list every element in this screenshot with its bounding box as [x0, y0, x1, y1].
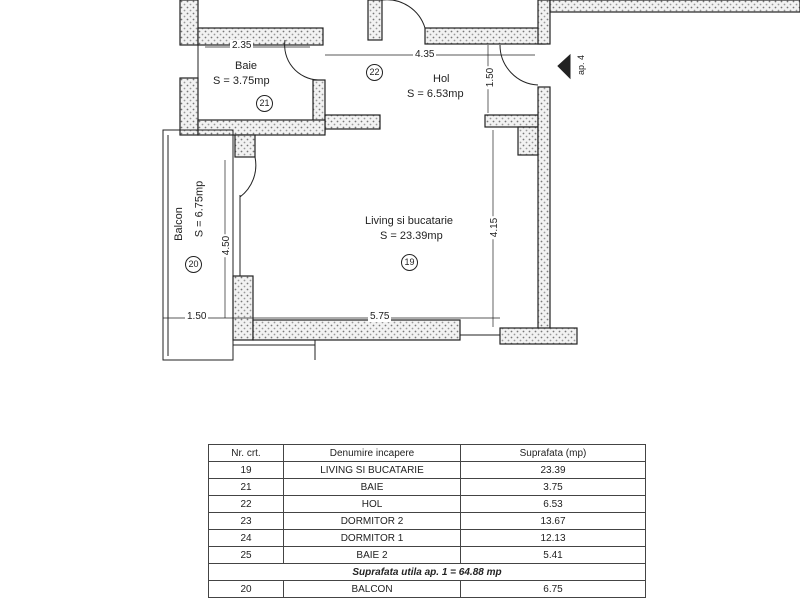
cell-nr: 24 — [208, 529, 284, 547]
total-area: Suprafata utila ap. 1 = 64.88 mp — [208, 563, 646, 581]
dim-living-width: 5.75 — [368, 311, 392, 322]
room-name-hol: Hol — [433, 73, 450, 85]
rooms-table: Nr. crt. Denumire incapere Suprafata (mp… — [208, 444, 646, 598]
cell-name: LIVING SI BUCATARIE — [283, 461, 461, 479]
cell-name: BAIE 2 — [283, 546, 461, 564]
header-name: Denumire incapere — [283, 444, 461, 462]
cell-nr: 20 — [208, 580, 284, 598]
cell-area: 6.75 — [460, 580, 646, 598]
cell-nr: 25 — [208, 546, 284, 564]
room-name-balcon: Balcon — [172, 207, 185, 241]
cell-area: 6.53 — [460, 495, 646, 513]
dim-living-depth: 4.15 — [489, 215, 501, 240]
room-number-living: 19 — [401, 254, 418, 271]
apartment-marker: ap. 4 — [576, 54, 587, 76]
room-name-living: Living si bucatarie — [365, 215, 454, 227]
cell-area: 5.41 — [460, 546, 646, 564]
room-number-hol: 22 — [366, 64, 383, 81]
room-name-baie: Baie — [235, 60, 258, 72]
dim-baie-width: 2.35 — [230, 40, 254, 51]
cell-name: BALCON — [283, 580, 461, 598]
header-area: Suprafata (mp) — [460, 444, 646, 462]
cell-area: 3.75 — [460, 478, 646, 496]
room-area-living: S = 23.39mp — [380, 230, 443, 242]
total-row: Suprafata utila ap. 1 = 64.88 mp — [208, 563, 646, 581]
dim-hol-depth: 1.50 — [485, 65, 497, 90]
walls — [179, 0, 800, 345]
dim-balcon-length: 4.50 — [221, 233, 233, 258]
dim-hol-width: 4.35 — [413, 49, 437, 60]
room-area-balcon: S = 6.75mp — [193, 180, 206, 238]
room-number-baie: 21 — [256, 95, 273, 112]
room-area-hol: S = 6.53mp — [407, 88, 464, 100]
cell-name: HOL — [283, 495, 461, 513]
cell-area: 13.67 — [460, 512, 646, 530]
cell-name: BAIE — [283, 478, 461, 496]
header-nr: Nr. crt. — [208, 444, 284, 462]
cell-nr: 19 — [208, 461, 284, 479]
table-header: Nr. crt. Denumire incapere Suprafata (mp… — [208, 444, 646, 462]
room-number-balcon: 20 — [185, 256, 202, 273]
cell-nr: 22 — [208, 495, 284, 513]
room-area-baie: S = 3.75mp — [213, 75, 270, 87]
dim-balcon-width: 1.50 — [185, 311, 209, 322]
cell-nr: 23 — [208, 512, 284, 530]
cell-nr: 21 — [208, 478, 284, 496]
cell-name: DORMITOR 1 — [283, 529, 461, 547]
cell-area: 12.13 — [460, 529, 646, 547]
plan-lines — [162, 0, 571, 361]
cell-name: DORMITOR 2 — [283, 512, 461, 530]
arrow-icon — [557, 53, 571, 80]
cell-area: 23.39 — [460, 461, 646, 479]
